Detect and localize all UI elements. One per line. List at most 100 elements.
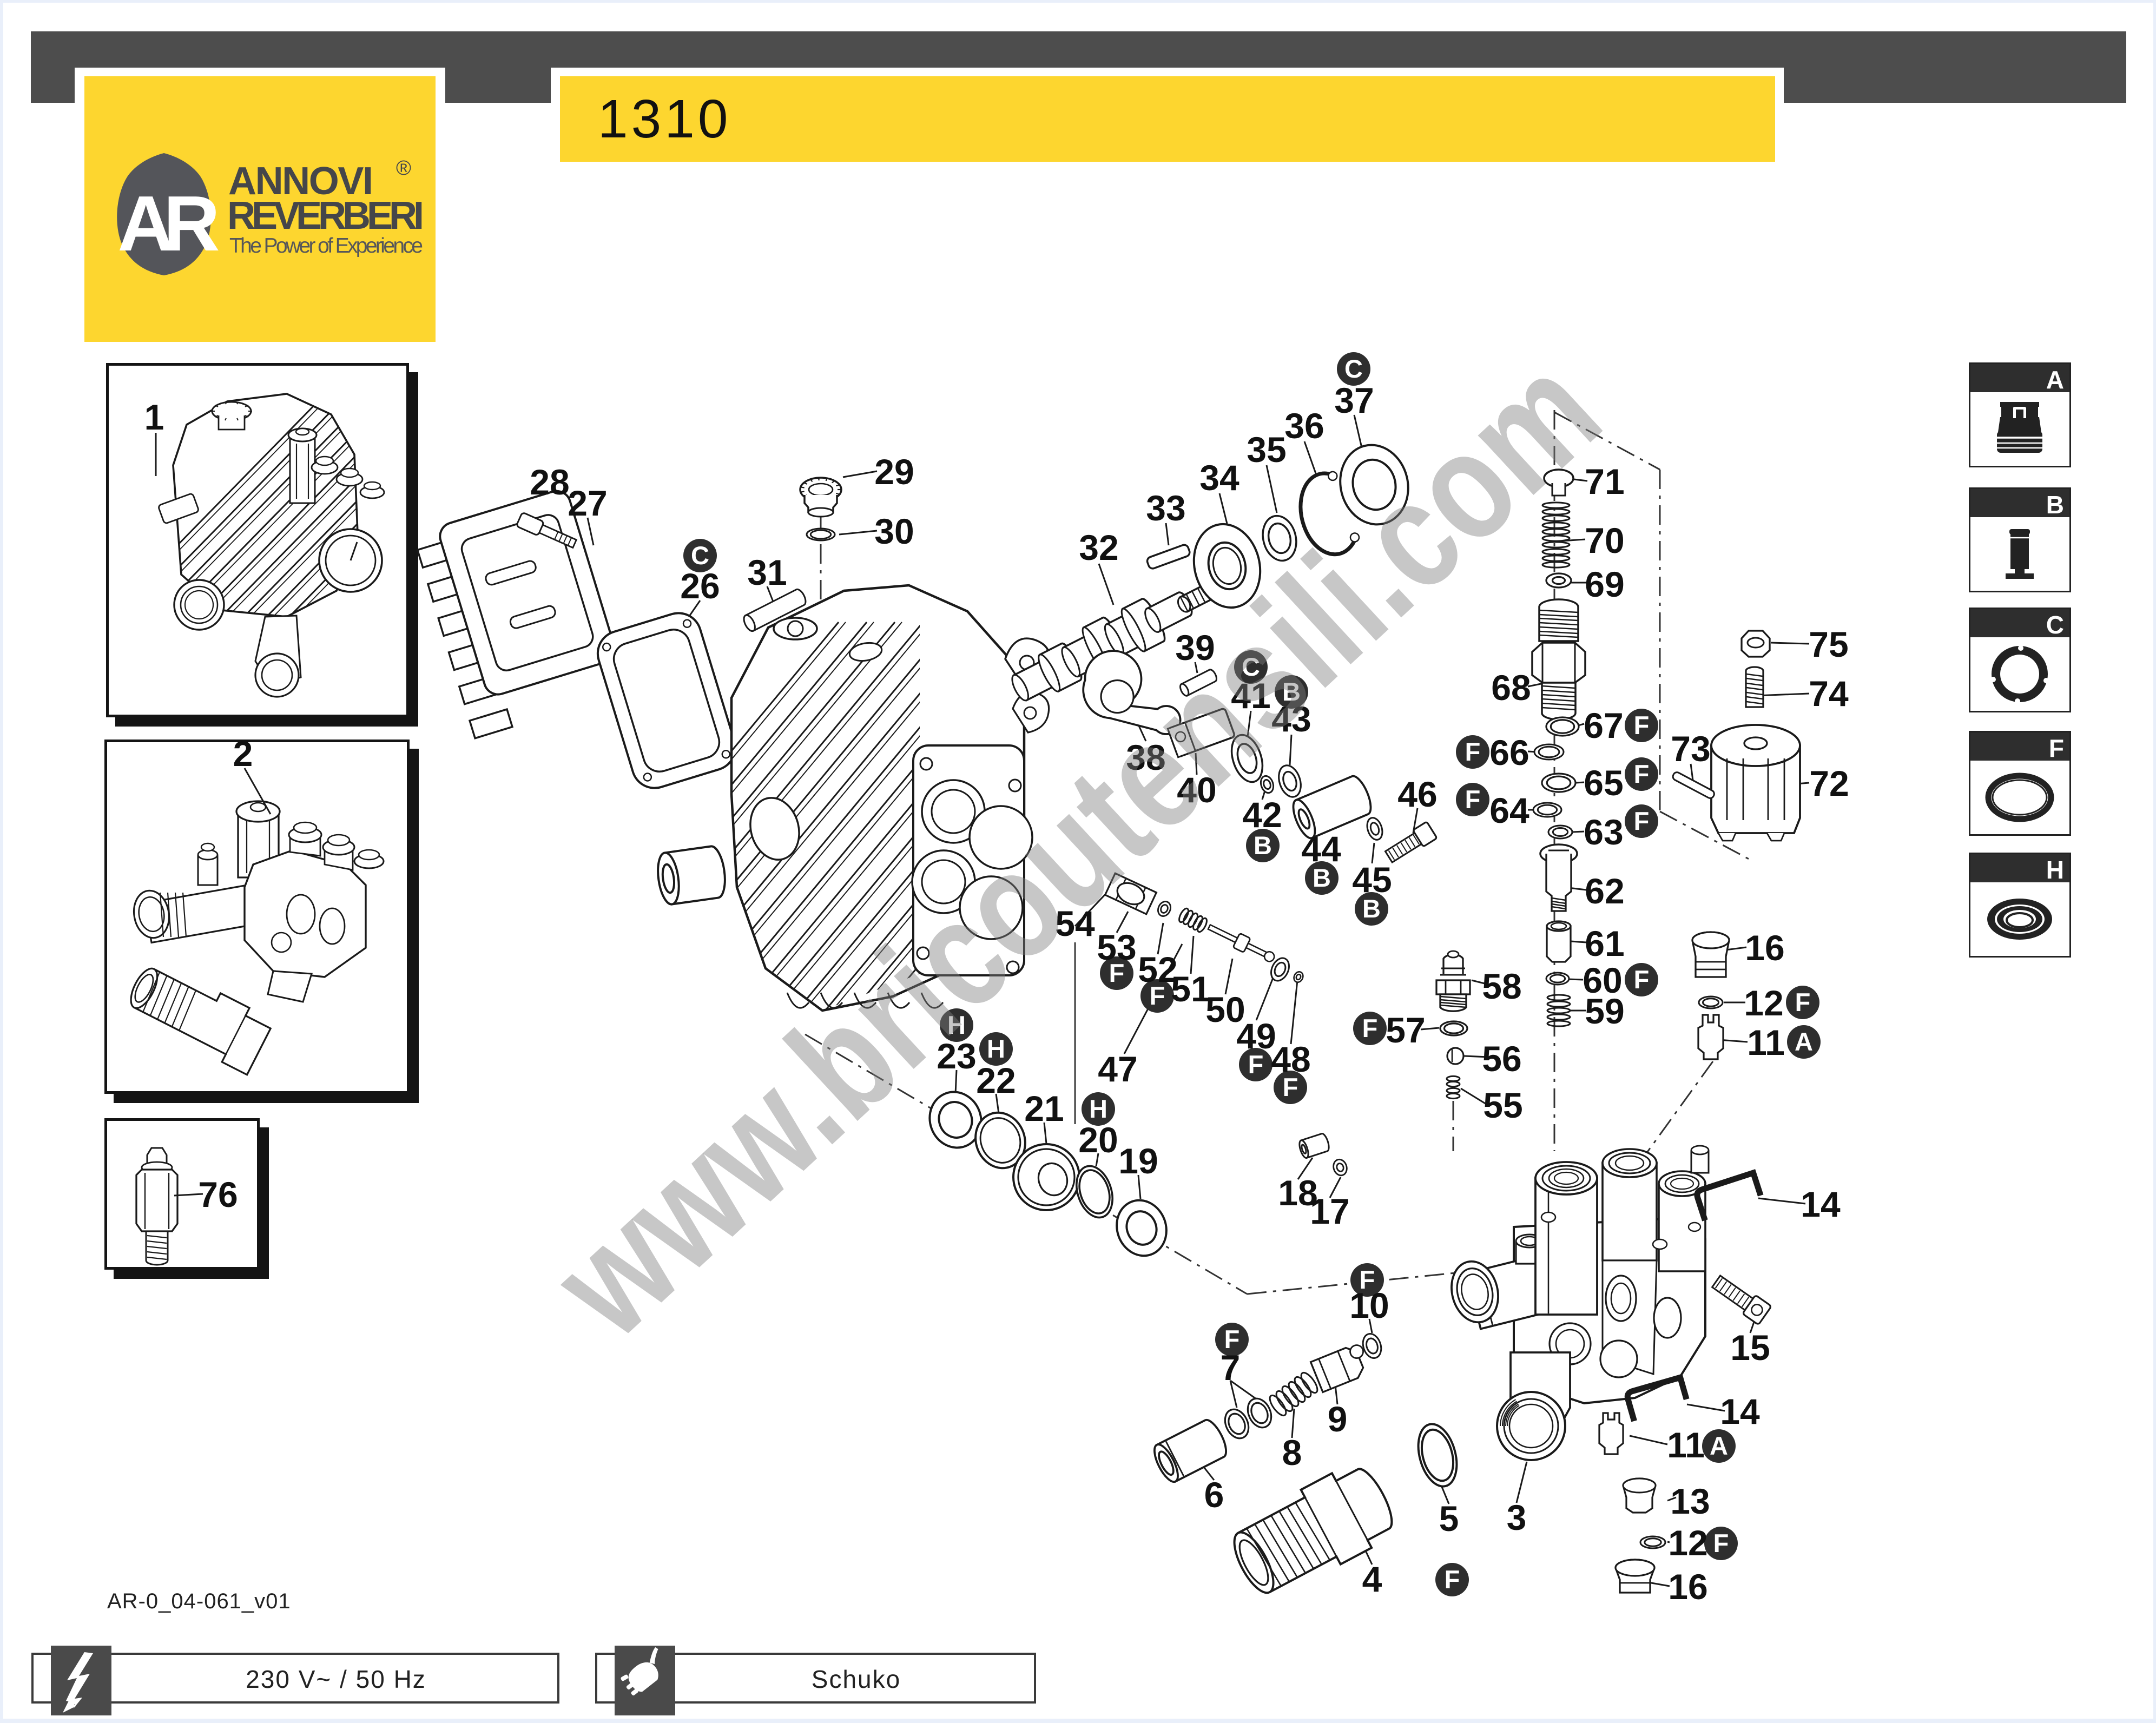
svg-text:60: 60: [1583, 960, 1622, 1000]
svg-text:10: 10: [1349, 1285, 1389, 1325]
svg-text:57: 57: [1386, 1010, 1425, 1050]
svg-text:76: 76: [198, 1174, 238, 1214]
svg-text:1: 1: [144, 397, 164, 437]
svg-text:F: F: [1465, 737, 1481, 766]
svg-text:45: 45: [1352, 860, 1392, 900]
svg-text:33: 33: [1146, 488, 1185, 528]
svg-text:55: 55: [1483, 1085, 1522, 1125]
svg-text:31: 31: [747, 552, 787, 592]
svg-text:ANNOVI: ANNOVI: [228, 160, 373, 203]
svg-text:F: F: [1360, 1265, 1375, 1294]
svg-text:14: 14: [1720, 1391, 1760, 1431]
svg-text:F: F: [1283, 1073, 1298, 1101]
svg-text:27: 27: [568, 483, 607, 523]
svg-text:32: 32: [1079, 527, 1118, 567]
svg-text:8: 8: [1282, 1432, 1302, 1473]
svg-text:F: F: [1634, 711, 1650, 740]
svg-text:F: F: [1795, 988, 1811, 1016]
svg-text:F: F: [1150, 981, 1165, 1010]
svg-text:C: C: [1242, 652, 1260, 681]
svg-text:43: 43: [1271, 699, 1311, 739]
svg-text:44: 44: [1301, 829, 1341, 869]
svg-text:52: 52: [1138, 949, 1177, 989]
svg-text:58: 58: [1482, 966, 1521, 1006]
svg-text:75: 75: [1809, 624, 1848, 664]
svg-text:C: C: [691, 541, 709, 570]
svg-text:16: 16: [1668, 1567, 1707, 1607]
svg-text:51: 51: [1171, 969, 1210, 1009]
svg-text:37: 37: [1334, 380, 1374, 420]
svg-text:12: 12: [1744, 983, 1783, 1023]
svg-text:17: 17: [1310, 1191, 1349, 1231]
svg-text:F: F: [1445, 1565, 1460, 1594]
svg-text:73: 73: [1671, 729, 1710, 769]
svg-text:F: F: [1362, 1014, 1378, 1042]
svg-text:68: 68: [1491, 668, 1531, 708]
svg-text:28: 28: [530, 462, 569, 502]
svg-text:18: 18: [1278, 1173, 1317, 1213]
svg-text:A: A: [1710, 1431, 1728, 1460]
svg-text:67: 67: [1584, 705, 1623, 745]
svg-text:26: 26: [680, 566, 720, 606]
svg-text:29: 29: [874, 452, 914, 492]
svg-text:2: 2: [233, 734, 253, 774]
svg-text:34: 34: [1199, 458, 1239, 498]
svg-text:11: 11: [1667, 1425, 1705, 1465]
svg-text:48: 48: [1271, 1039, 1310, 1079]
svg-text:40: 40: [1177, 770, 1216, 810]
svg-text:62: 62: [1585, 871, 1624, 911]
svg-text:C: C: [1344, 354, 1363, 383]
svg-text:F: F: [1248, 1050, 1264, 1079]
svg-text:47: 47: [1098, 1049, 1137, 1089]
svg-text:H: H: [1089, 1094, 1107, 1123]
svg-text:71: 71: [1585, 461, 1624, 501]
svg-text:3: 3: [1507, 1497, 1527, 1537]
svg-text:72: 72: [1809, 763, 1849, 803]
svg-text:REVERBERI: REVERBERI: [227, 194, 424, 237]
svg-text:H: H: [947, 1011, 966, 1039]
svg-text:7: 7: [1221, 1348, 1241, 1388]
svg-text:46: 46: [1397, 774, 1437, 814]
svg-text:66: 66: [1489, 732, 1529, 773]
svg-text:F: F: [1465, 785, 1481, 814]
svg-text:54: 54: [1055, 903, 1095, 943]
svg-text:The Power of Experience: The Power of Experience: [229, 234, 423, 258]
svg-text:B: B: [1282, 677, 1301, 706]
svg-text:35: 35: [1247, 430, 1286, 470]
svg-text:4: 4: [1362, 1559, 1382, 1599]
svg-text:A: A: [1795, 1027, 1813, 1056]
svg-text:5: 5: [1439, 1498, 1459, 1539]
svg-text:14: 14: [1801, 1184, 1841, 1224]
svg-text:42: 42: [1242, 795, 1282, 835]
svg-text:12: 12: [1668, 1523, 1707, 1563]
svg-text:F: F: [1109, 959, 1125, 987]
svg-text:F: F: [1224, 1325, 1240, 1354]
svg-text:www.bricoutensili.com: www.bricoutensili.com: [522, 324, 1631, 1369]
svg-text:59: 59: [1585, 991, 1624, 1031]
svg-text:15: 15: [1730, 1328, 1770, 1368]
svg-text:®: ®: [396, 157, 411, 180]
svg-text:F: F: [1634, 965, 1650, 994]
svg-text:49: 49: [1236, 1016, 1276, 1056]
svg-text:56: 56: [1482, 1039, 1521, 1079]
svg-text:B: B: [1362, 894, 1381, 923]
svg-text:63: 63: [1584, 812, 1623, 852]
svg-text:6: 6: [1204, 1475, 1224, 1515]
svg-text:20: 20: [1078, 1120, 1118, 1160]
svg-text:74: 74: [1809, 674, 1849, 714]
svg-text:64: 64: [1489, 790, 1529, 830]
svg-text:36: 36: [1284, 406, 1324, 446]
svg-text:70: 70: [1585, 520, 1624, 560]
svg-text:38: 38: [1126, 737, 1165, 777]
svg-text:39: 39: [1175, 628, 1215, 668]
svg-text:69: 69: [1585, 564, 1624, 604]
svg-text:30: 30: [874, 511, 914, 551]
svg-text:22: 22: [976, 1060, 1016, 1100]
svg-text:B: B: [1313, 863, 1331, 892]
svg-text:41: 41: [1231, 676, 1270, 716]
svg-text:F: F: [1713, 1529, 1729, 1557]
svg-text:21: 21: [1024, 1088, 1064, 1128]
svg-text:61: 61: [1585, 923, 1624, 963]
svg-text:F: F: [1634, 760, 1650, 788]
svg-text:53: 53: [1097, 927, 1136, 967]
